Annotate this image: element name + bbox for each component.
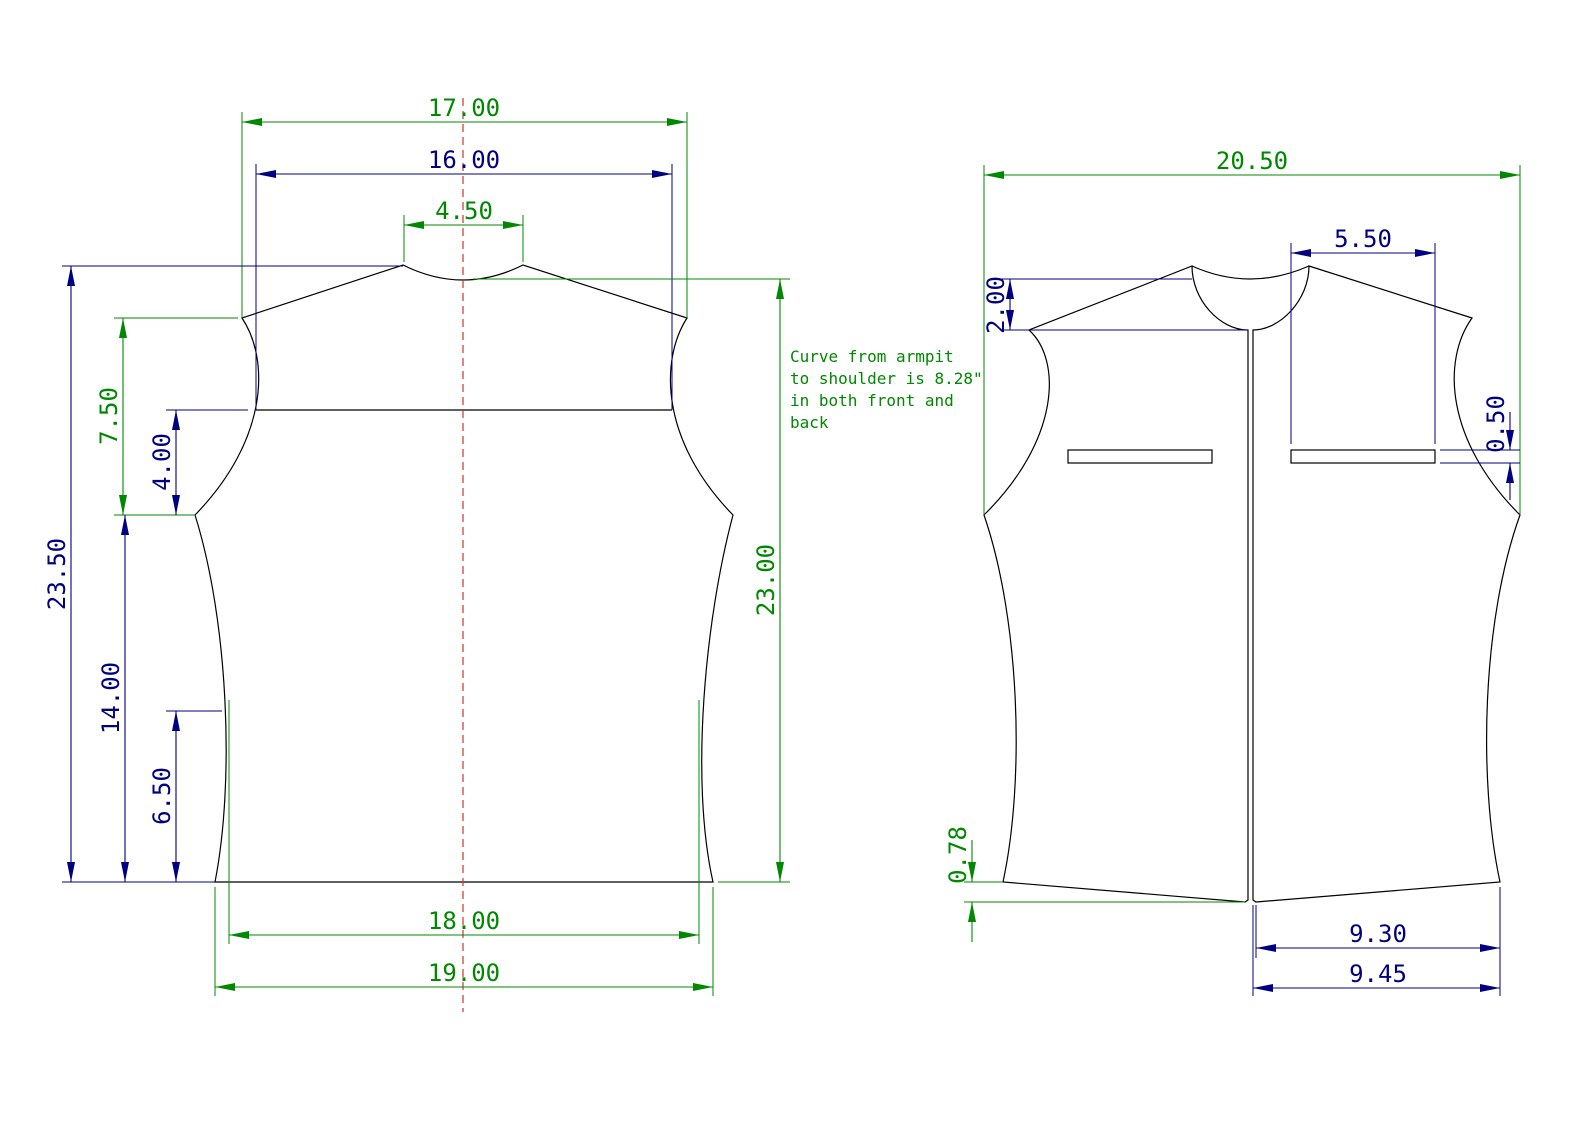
back-label-17: 17.00 [428,94,500,122]
front-label-078: 0.78 [944,826,972,884]
front-label-200: 2.00 [982,276,1010,334]
front-dim-945 [1253,984,1500,992]
back-label-16: 16.00 [428,146,500,174]
note-line-2: to shoulder is 8.28" [790,369,983,388]
front-right-pocket [1290,449,1436,464]
back-dim-19 [215,983,713,991]
back-label-19: 19.00 [428,959,500,987]
front-dim-200 [1006,279,1014,330]
back-dim-650 [172,711,180,882]
note-line-1: Curve from armpit [790,347,954,366]
back-view [194,98,734,1012]
back-dim-400 [172,410,180,515]
front-neckline-back-edge [1191,265,1310,280]
note-line-3: in both front and [790,391,954,410]
note-line-4: back [790,413,829,432]
front-dim-550 [1291,249,1435,257]
front-extension-lines [964,165,1521,996]
front-right-panel [1252,265,1521,903]
front-dim-078 [968,840,976,942]
front-dim-050 [1506,412,1514,500]
back-label-450: 4.50 [435,197,493,225]
back-dim-16 [256,170,672,178]
back-label-18: 18.00 [428,907,500,935]
back-dim-2300 [776,279,784,882]
back-label-1400: 14.00 [97,662,125,734]
back-label-2300: 23.00 [752,544,780,616]
back-label-750: 7.50 [95,387,123,445]
back-dim-17 [242,118,687,126]
back-dim-18 [229,931,699,939]
front-left-panel [983,265,1249,903]
front-label-2050: 20.50 [1216,147,1288,175]
front-dim-2050 [984,171,1520,179]
back-dim-1400 [121,515,129,882]
armpit-curve-note: Curve from armpit to shoulder is 8.28" i… [790,347,983,432]
back-dim-450 [404,221,523,229]
front-label-930: 9.30 [1349,920,1407,948]
front-label-550: 5.50 [1334,225,1392,253]
back-dim-2350 [67,266,75,882]
back-extension-lines [62,112,790,996]
front-dim-930 [1256,944,1500,952]
front-label-050: 0.50 [1482,395,1510,453]
back-label-2350: 23.50 [43,538,71,610]
back-label-650: 6.50 [148,767,176,825]
back-outline [194,264,734,883]
front-label-945: 9.45 [1349,960,1407,988]
front-left-pocket [1067,449,1213,464]
back-dim-750 [119,318,127,515]
back-label-400: 4.00 [148,433,176,491]
front-view [983,265,1521,903]
